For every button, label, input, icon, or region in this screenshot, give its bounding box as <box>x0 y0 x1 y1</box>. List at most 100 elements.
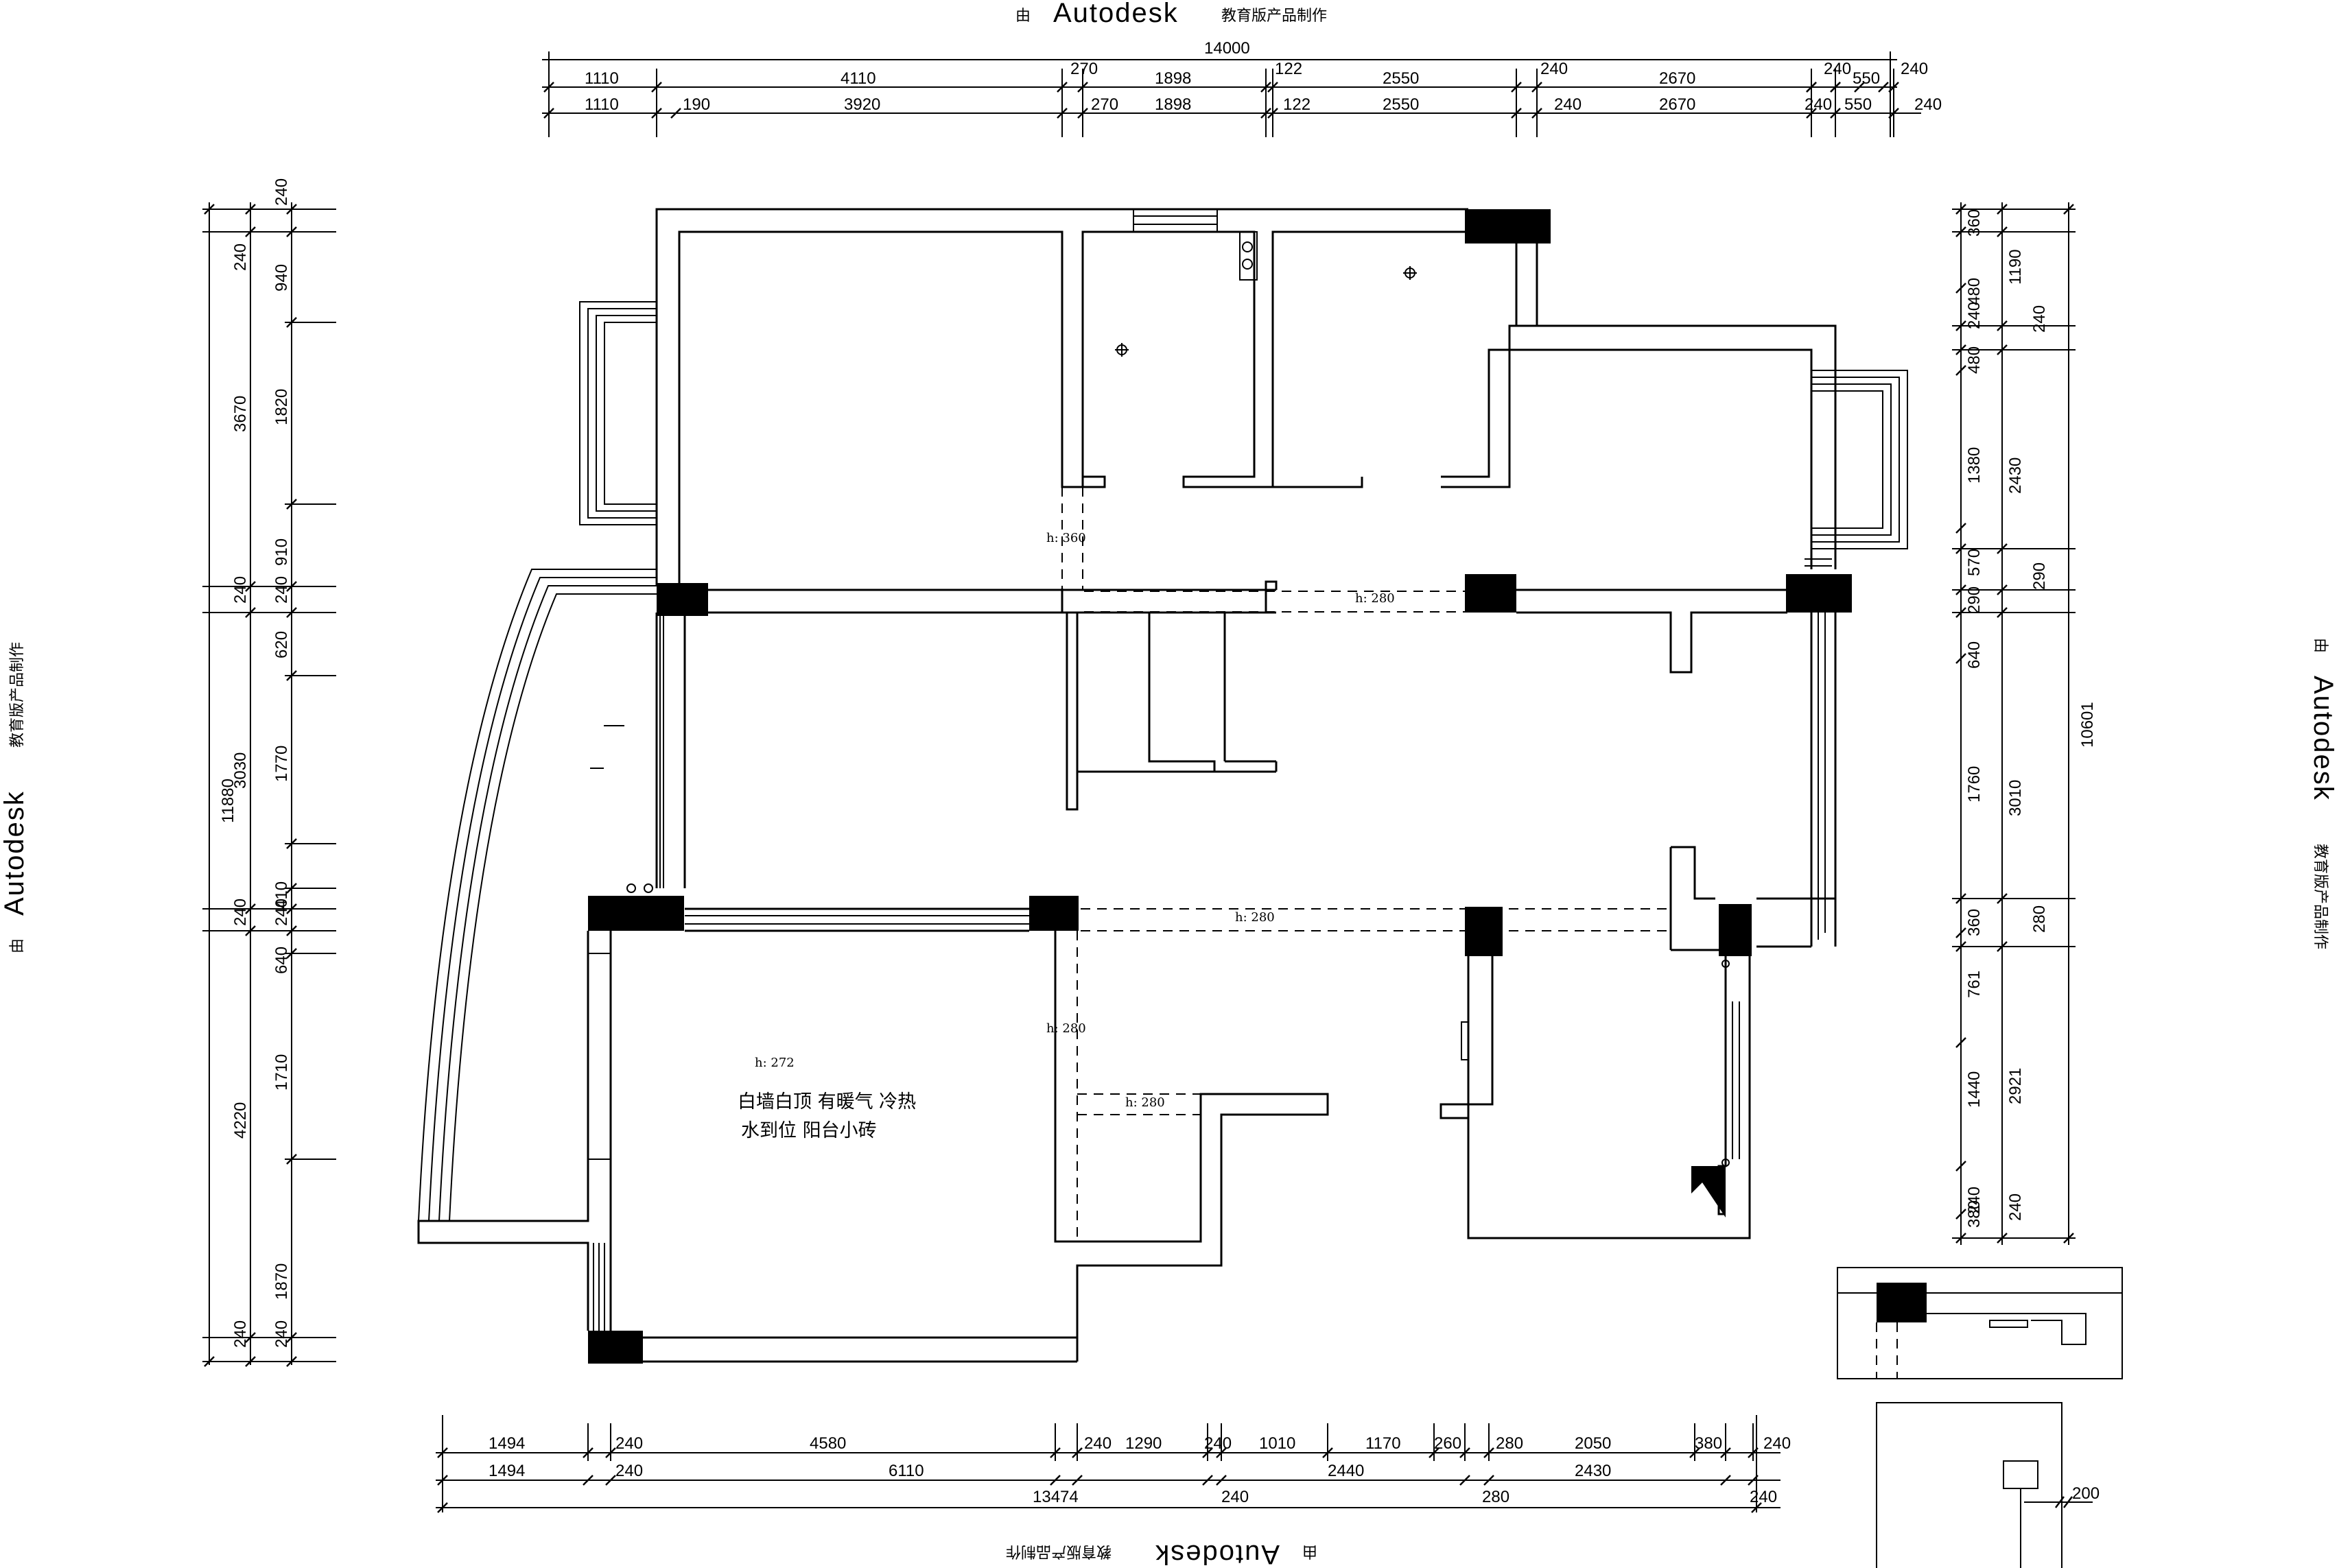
dim-tick <box>286 1154 297 1165</box>
dim-tick <box>1955 653 1966 664</box>
left-dim-outer-label: 3030 <box>231 752 250 789</box>
dim-tick <box>1955 1233 1966 1244</box>
dim-tick <box>1955 204 1966 215</box>
right-dim-outer-label: 1190 <box>2006 249 2025 285</box>
bottom-dim-row2-label: 6110 <box>889 1462 924 1480</box>
dim-tick <box>1511 82 1522 93</box>
bottom-dim-row2-label: 240 <box>615 1462 643 1480</box>
left-dim-inner-label: 940 <box>272 264 291 292</box>
dim-tick <box>2063 204 2074 215</box>
bottom-dim-row1-label: 380 <box>1695 1434 1722 1453</box>
left-dim-outer-label: 240 <box>231 576 250 604</box>
dim-tick <box>651 82 662 93</box>
watermark-left-brand: Autodesk <box>0 790 30 916</box>
height-label-2: h: 280 <box>1355 591 1395 606</box>
dim-tick <box>1202 1475 1213 1486</box>
top-dim-row2-label: 1898 <box>1155 95 1191 114</box>
bottom-dim-row1-label: 240 <box>1763 1434 1791 1453</box>
note-line-2: 水到位 阳台小砖 <box>741 1120 877 1141</box>
dim-tick <box>1806 82 1817 93</box>
bottom-dim-row2-label: 1494 <box>489 1462 525 1480</box>
watermark-right-mark: 由 <box>2312 638 2329 653</box>
left-dim-inner-label: 1870 <box>272 1263 291 1300</box>
dim-tick <box>245 204 256 215</box>
right-dim-outer-label: 3010 <box>2006 780 2025 816</box>
dim-tick <box>670 108 681 119</box>
dim-tick <box>1997 320 2008 331</box>
left-dim-inner-label: 240 <box>272 899 291 926</box>
watermark-left-mark: 由 <box>9 938 26 953</box>
design-notes: 白墙白顶 有暖气 冷热 水到位 阳台小砖 <box>738 1091 916 1141</box>
top-dim-row2-label: 3920 <box>844 95 880 114</box>
height-label-6: h: 280 <box>1125 1095 1165 1110</box>
dim-tick <box>437 1475 448 1486</box>
dim-tick <box>1997 226 2008 237</box>
bottom-dim-row1-label: 280 <box>1496 1434 1523 1453</box>
top-dim-row1-label: 270 <box>1070 60 1098 78</box>
structural-columns <box>588 209 1852 1364</box>
bottom-dim-row2-label: 240 <box>1750 1488 1777 1506</box>
dim-tick <box>1955 927 1966 938</box>
top-dim-row2-label: 2550 <box>1383 95 1419 114</box>
left-dim-inner-label: 620 <box>272 631 291 658</box>
top-dim-row1-label: 2550 <box>1383 69 1419 88</box>
dim-tick <box>1050 1475 1061 1486</box>
dim-tick <box>204 1356 215 1367</box>
dim-tick <box>1854 82 1865 93</box>
top-dim-row1-label: 240 <box>1901 60 1928 78</box>
left-dim-inner-label: 1820 <box>272 389 291 425</box>
dim-tick <box>245 226 256 237</box>
dim-tick <box>1260 82 1271 93</box>
watermark-bottom: 由 Autodesk 教育版产品制作 <box>1006 1539 1317 1568</box>
dim-tick <box>1751 1502 1762 1513</box>
bottom-dim-row2-label: 240 <box>1221 1488 1249 1506</box>
dim-tick <box>286 903 297 914</box>
dim-tick <box>1955 893 1966 904</box>
dim-tick <box>1997 584 2008 595</box>
bottom-total-dim: 13474 <box>1033 1488 1079 1506</box>
watermark-bottom-product: 教育版产品制作 <box>1006 1543 1112 1560</box>
right-dim-inner-label: 380 <box>1965 1200 1984 1228</box>
dim-tick <box>583 1475 593 1486</box>
right-dim-inner-label: 290 <box>1965 586 1984 614</box>
dim-tick <box>1077 108 1088 119</box>
dim-tick <box>286 1332 297 1343</box>
dim-tick <box>1955 320 1966 331</box>
bottom-dim-row1-label: 1010 <box>1259 1434 1295 1453</box>
dim-tick <box>1955 543 1966 554</box>
dim-tick <box>1955 283 1966 294</box>
dim-tick <box>245 581 256 592</box>
right-dim-outer-label: 240 <box>2030 305 2049 333</box>
dim-tick <box>286 838 297 849</box>
dim-tick <box>1322 1447 1333 1458</box>
bottom-dim-row1-label: 1290 <box>1125 1434 1162 1453</box>
dim-tick <box>605 1447 616 1458</box>
height-labels: h: 360 h: 280 h: 280 h: 280 h: 272 h: 28… <box>755 531 1395 1110</box>
opening-lines <box>1055 487 1667 1242</box>
right-dim-inner-label: 480 <box>1965 278 1984 305</box>
top-dim-row2-label: 270 <box>1091 95 1118 114</box>
dim-tick <box>1830 108 1841 119</box>
dim-tick <box>1997 204 2008 215</box>
dim-tick <box>1531 82 1542 93</box>
dim-tick <box>245 1332 256 1343</box>
detail-dim: 200 <box>2072 1484 2100 1503</box>
dim-tick <box>1057 108 1068 119</box>
walls <box>417 208 1908 1363</box>
right-dim-inner-label: 570 <box>1965 549 1984 576</box>
dim-tick <box>1997 344 2008 355</box>
top-dim-row1-label: 4110 <box>841 69 876 88</box>
dim-tick <box>245 1356 256 1367</box>
height-label-1: h: 360 <box>1046 531 1086 545</box>
left-dim-inner-label: 410 <box>272 881 291 909</box>
dim-tick <box>286 948 297 959</box>
top-dim-row1-label: 240 <box>1540 60 1568 78</box>
right-dim-inner-label: 360 <box>1965 209 1984 237</box>
dim-tick <box>1072 1447 1083 1458</box>
dim-tick <box>286 204 297 215</box>
dim-tick <box>286 581 297 592</box>
left-total-dim: 11880 <box>219 779 237 823</box>
height-label-4: h: 280 <box>1046 1021 1086 1036</box>
